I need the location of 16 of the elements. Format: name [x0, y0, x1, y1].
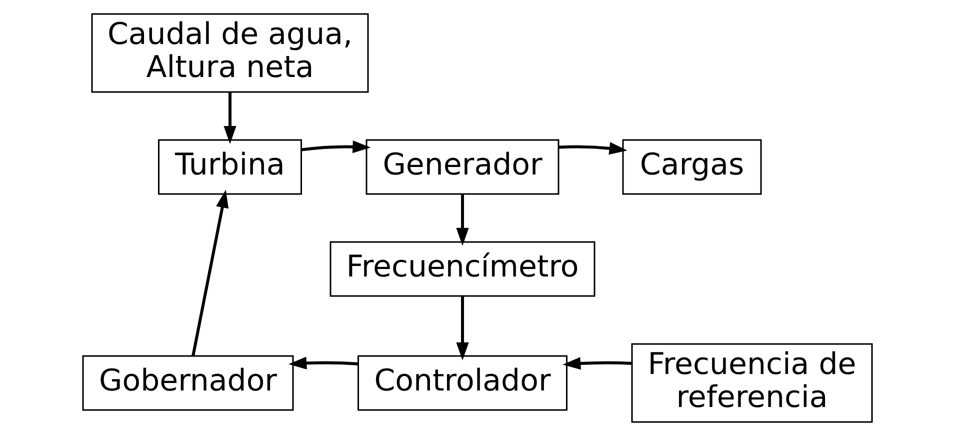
arrow [223, 92, 236, 144]
node-box: Generador [365, 139, 559, 195]
arrow [562, 357, 631, 370]
node-box: Frecuencia de referencia [630, 343, 872, 423]
node-box: Gobernador [82, 355, 294, 411]
node-box: Controlador [357, 355, 567, 411]
arrow [456, 194, 468, 246]
arrow [456, 296, 468, 360]
arrow [300, 140, 370, 154]
arrow [191, 190, 228, 356]
arrow [558, 142, 627, 155]
arrow [288, 356, 358, 370]
node-box: Frecuencímetro [329, 241, 595, 297]
node-box: Caudal de agua, Altura neta [90, 13, 368, 93]
node-box: Turbina [158, 139, 302, 195]
node-box: Cargas [622, 139, 762, 195]
